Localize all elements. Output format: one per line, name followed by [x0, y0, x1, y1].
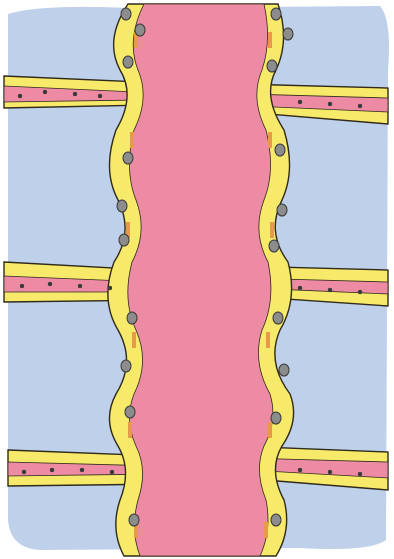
vessel-lumen: [128, 4, 273, 556]
nucleus-14: [277, 204, 287, 216]
nucleus-34: [358, 104, 362, 108]
nucleus-2: [123, 56, 133, 68]
junction-mark-11: [264, 522, 268, 538]
nucleus-13: [275, 144, 285, 156]
nucleus-27: [108, 286, 112, 290]
nucleus-22: [73, 92, 77, 96]
nucleus-39: [328, 470, 332, 474]
nucleus-31: [110, 470, 114, 474]
nucleus-25: [48, 282, 52, 286]
junction-mark-8: [128, 422, 132, 438]
nucleus-37: [358, 290, 362, 294]
nucleus-30: [80, 468, 84, 472]
nucleus-21: [43, 90, 47, 94]
nucleus-36: [328, 288, 332, 292]
nucleus-1: [135, 24, 145, 36]
nucleus-10: [121, 360, 131, 372]
nucleus-16: [273, 312, 283, 324]
junction-mark-6: [132, 332, 136, 348]
nucleus-11: [125, 406, 135, 418]
nucleus-35: [298, 286, 302, 290]
nucleus-20: [18, 94, 22, 98]
nucleus-6: [123, 152, 133, 164]
nucleus-12: [129, 514, 139, 526]
junction-mark-2: [130, 132, 134, 148]
nucleus-3: [271, 8, 281, 20]
junction-mark-5: [270, 222, 274, 238]
nucleus-24: [20, 284, 24, 288]
nucleus-0: [121, 8, 131, 20]
nucleus-18: [271, 412, 281, 424]
junction-mark-3: [268, 132, 272, 148]
nucleus-15: [269, 240, 279, 252]
junction-mark-7: [266, 332, 270, 348]
nucleus-40: [358, 472, 362, 476]
nucleus-9: [127, 312, 137, 324]
nucleus-32: [298, 100, 302, 104]
nucleus-4: [283, 28, 293, 40]
nucleus-23: [98, 94, 102, 98]
junction-mark-9: [268, 422, 272, 438]
nucleus-38: [298, 468, 302, 472]
nucleus-19: [271, 514, 281, 526]
junction-mark-1: [268, 32, 272, 48]
nucleus-29: [50, 468, 54, 472]
nucleus-28: [22, 470, 26, 474]
nucleus-33: [328, 102, 332, 106]
nucleus-5: [267, 60, 277, 72]
nucleus-7: [117, 200, 127, 212]
nucleus-17: [279, 364, 289, 376]
nucleus-8: [119, 234, 129, 246]
nucleus-26: [78, 284, 82, 288]
